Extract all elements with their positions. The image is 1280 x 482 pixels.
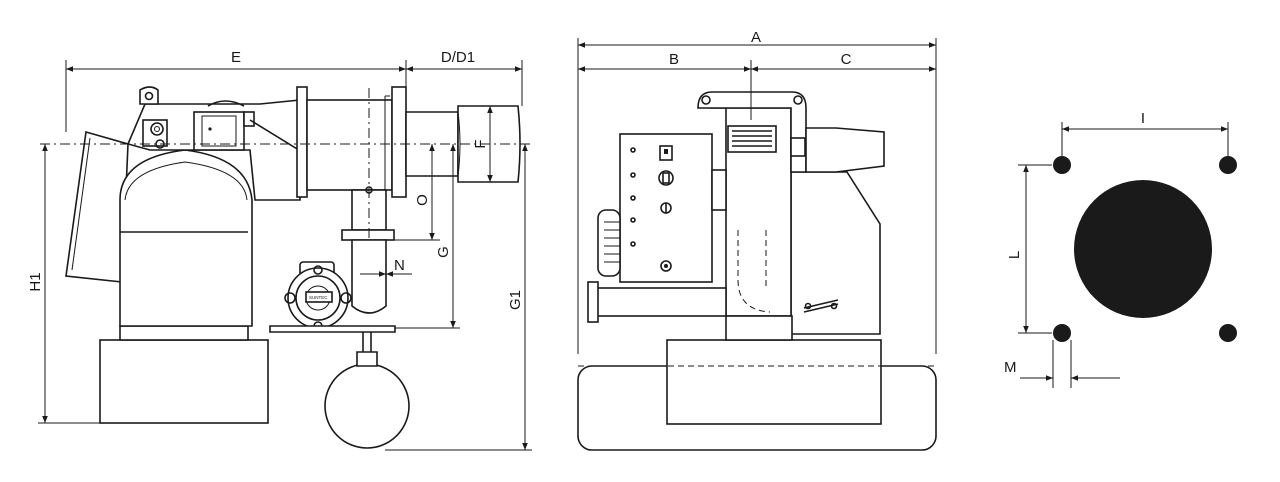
bolt-hole-bottom-left xyxy=(1053,324,1071,342)
oil-pump: SUNTEC xyxy=(284,261,352,331)
air-inlet xyxy=(65,130,129,283)
boiler-flange xyxy=(391,86,407,198)
dim-label-H1: H1 xyxy=(27,272,44,291)
control-panel xyxy=(619,133,727,283)
front-bracket xyxy=(803,299,839,313)
dim-label-B: B xyxy=(669,51,679,68)
dim-label-E: E xyxy=(231,49,241,66)
pump-plate xyxy=(269,325,396,333)
dim-label-G1: G1 xyxy=(507,290,524,310)
dim-label-I: I xyxy=(1141,110,1145,127)
dim-label-C: C xyxy=(841,51,852,68)
dim-label-F: F xyxy=(472,139,489,148)
side-base-block xyxy=(99,339,269,424)
side-view: SUNTEC E D/D1 F O G xyxy=(27,49,532,451)
pump-brand-label: SUNTEC xyxy=(309,295,328,300)
support-ring xyxy=(324,363,410,449)
mounting-flange xyxy=(296,86,308,198)
dim-label-D-D1: D/D1 xyxy=(441,49,475,66)
front-side-knob xyxy=(597,209,621,277)
dim-label-N: N xyxy=(394,257,405,274)
dim-label-L: L xyxy=(1006,251,1023,259)
bolt-hole-top-right xyxy=(1219,156,1237,174)
bolt-hole-bottom-right xyxy=(1219,324,1237,342)
blast-tube xyxy=(306,99,393,191)
dim-label-G: G xyxy=(435,246,452,258)
front-head-nozzle xyxy=(805,127,885,173)
dim-label-A: A xyxy=(751,29,761,46)
front-view: A B C xyxy=(577,29,937,451)
front-body-block xyxy=(666,339,882,425)
side-body-band xyxy=(119,325,249,341)
front-pipe xyxy=(595,287,727,317)
dim-label-M: M xyxy=(1004,359,1017,376)
dim-label-O: O xyxy=(414,194,431,206)
bolt-hole-top-left xyxy=(1053,156,1071,174)
blast-tube-opening xyxy=(1074,180,1212,318)
flange-mounting-pattern: I L M xyxy=(1004,110,1237,388)
servo-motor xyxy=(142,119,168,149)
lifting-eye xyxy=(139,86,159,105)
front-air-housing xyxy=(790,171,881,335)
front-vent-grille xyxy=(727,125,777,153)
